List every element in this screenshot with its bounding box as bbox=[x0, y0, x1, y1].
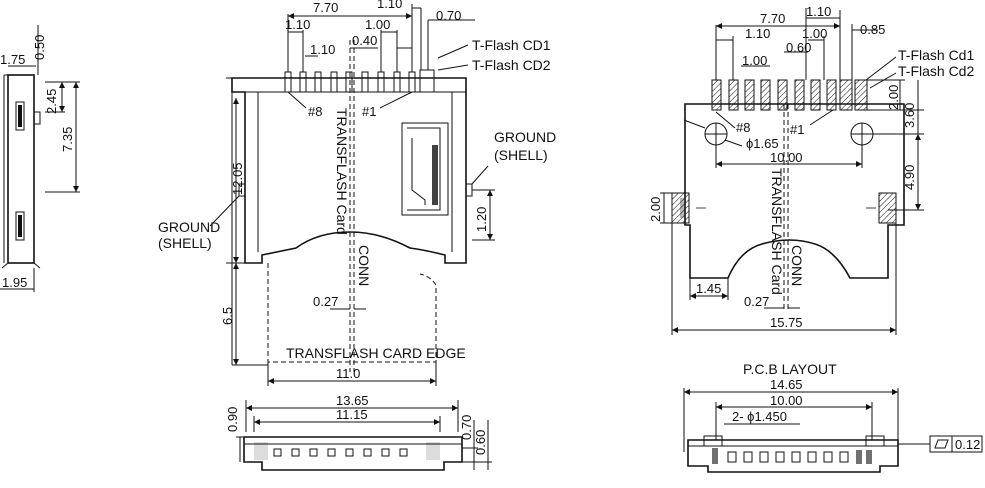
front-pin8: #8 bbox=[308, 104, 322, 119]
side-dim-bottom: 1.95 bbox=[2, 275, 27, 290]
front-view: T-Flash CD1 T-Flash CD2 7.70 1.10 0.70 1… bbox=[158, 0, 556, 386]
pcb-outline bbox=[684, 103, 905, 279]
front-dim-110b: 1.10 bbox=[285, 17, 310, 32]
pcb-dim-085: 0.85 bbox=[860, 22, 885, 37]
pcb-dim-100a: 1.00 bbox=[802, 26, 827, 41]
pcb-dim-1575: 15.75 bbox=[770, 315, 803, 330]
front-dim-120: 1.20 bbox=[474, 207, 489, 232]
front-dim-1205: 12.05 bbox=[230, 162, 245, 195]
side-body bbox=[7, 74, 35, 264]
flatness-icon bbox=[934, 439, 949, 449]
front-dim-110a: 1.10 bbox=[377, 0, 402, 11]
pcb-dim-360: 3.60 bbox=[902, 103, 917, 128]
bottom-dim-090: 0.90 bbox=[225, 407, 240, 432]
side-view: 1.75 0.50 2.45 7.35 1.95 bbox=[0, 25, 80, 292]
bottom-view: 13.65 11.15 0.90 0.70 0.60 bbox=[225, 393, 492, 471]
front-conn-label: CONN bbox=[356, 245, 372, 286]
pcb-dim-1000: 10.00 bbox=[770, 150, 803, 165]
front-switch-window bbox=[401, 122, 449, 216]
bottom-pins bbox=[273, 448, 408, 457]
front-cd2-label: T-Flash CD2 bbox=[472, 57, 551, 73]
bottom-dim-060: 0.60 bbox=[473, 430, 488, 455]
pcb-dim-060: 0.60 bbox=[786, 40, 811, 55]
layout-flatness: 0.12 bbox=[955, 437, 980, 452]
layout-dim-1000: 10.00 bbox=[770, 393, 803, 408]
front-dim-110w: 11.0 bbox=[336, 366, 360, 381]
pcb-cd1-label: T-Flash Cd1 bbox=[898, 47, 974, 63]
front-pin1: #1 bbox=[362, 104, 376, 119]
front-edge-label: TRANSFLASH CARD EDGE bbox=[286, 345, 466, 361]
pcb-phi: ϕ1.65 bbox=[746, 136, 779, 151]
front-ground-right-2: (SHELL) bbox=[494, 147, 548, 163]
pcb-dim-100b: 1.00 bbox=[742, 53, 767, 68]
pcb-footprint: 7.70 1.10 1.10 1.00 0.60 1.00 0.85 T-Fla… bbox=[648, 4, 974, 335]
front-pins bbox=[284, 69, 435, 93]
front-dim-65: 6.5 bbox=[220, 307, 235, 325]
pcb-dim-200b: 2.00 bbox=[648, 197, 663, 222]
side-dim-245: 2.45 bbox=[44, 89, 59, 114]
pcb-dim-200a: 2.00 bbox=[886, 85, 901, 110]
pcb-dim-770: 7.70 bbox=[760, 11, 785, 26]
front-dim-027: 0.27 bbox=[313, 294, 338, 309]
front-cd1-label: T-Flash CD1 bbox=[472, 37, 551, 53]
card-edge-outline bbox=[267, 263, 437, 363]
side-dim-w: 1.75 bbox=[0, 52, 25, 67]
bottom-body bbox=[243, 436, 463, 471]
bottom-dim-1115: 11.15 bbox=[336, 407, 368, 422]
bottom-dim-070: 0.70 bbox=[459, 415, 474, 440]
front-body bbox=[231, 77, 467, 264]
bottom-dim-1365: 13.65 bbox=[336, 393, 369, 408]
front-ground-left-2: (SHELL) bbox=[158, 235, 212, 251]
layout-holes: 2- ϕ1.450 bbox=[732, 409, 787, 424]
layout-title: P.C.B LAYOUT bbox=[743, 361, 837, 377]
pcb-dim-490: 4.90 bbox=[902, 165, 917, 190]
pcb-dim-027: 0.27 bbox=[744, 294, 769, 309]
pcb-layout: P.C.B LAYOUT 14.65 10.00 2- ϕ1.450 bbox=[683, 361, 983, 473]
pcb-pin8: #8 bbox=[736, 120, 750, 135]
pcb-card-label: TRANSFLASH Card bbox=[769, 168, 785, 295]
pcb-pin1: #1 bbox=[790, 122, 804, 137]
side-dim-735: 7.35 bbox=[60, 127, 75, 152]
front-ground-right-1: GROUND bbox=[494, 129, 556, 145]
pcb-dim-145: 1.45 bbox=[696, 281, 721, 296]
side-dim-top: 0.50 bbox=[32, 35, 47, 60]
pcb-side-pad-left bbox=[671, 192, 690, 224]
pcb-dim-110b: 1.10 bbox=[745, 26, 770, 41]
flatness-symbol-box bbox=[929, 435, 953, 453]
front-dim-770: 7.70 bbox=[313, 0, 338, 15]
front-dim-100: 1.00 bbox=[365, 17, 390, 32]
front-dim-040: 0.40 bbox=[352, 33, 377, 48]
layout-pins bbox=[727, 450, 872, 464]
front-card-label: TRANSFLASH Card bbox=[334, 108, 350, 235]
pcb-cd2-label: T-Flash Cd2 bbox=[898, 63, 974, 79]
pcb-conn-label: CONN bbox=[789, 245, 805, 286]
pcb-dim-110a: 1.10 bbox=[806, 4, 831, 19]
pcb-side-pad-right bbox=[878, 192, 897, 224]
layout-body bbox=[687, 439, 899, 473]
pcb-pads bbox=[711, 79, 868, 111]
layout-dim-1465: 14.65 bbox=[770, 377, 803, 392]
front-dim-110c: 1.10 bbox=[310, 42, 335, 57]
front-ground-left-1: GROUND bbox=[158, 219, 220, 235]
front-dim-070: 0.70 bbox=[436, 8, 461, 23]
